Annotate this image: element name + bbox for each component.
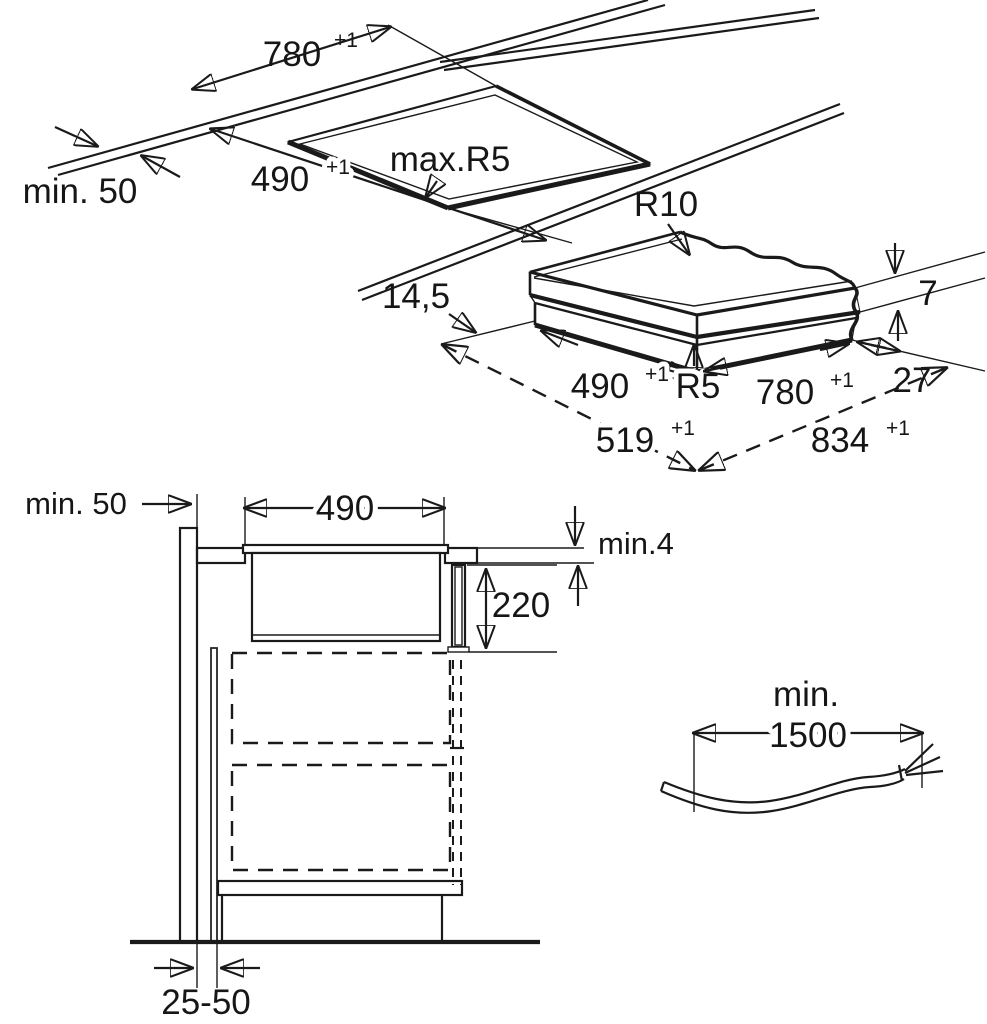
cable-gather-tick (897, 764, 904, 782)
duct-section-inner (454, 566, 463, 646)
hob-body-top-left-edge (534, 301, 698, 347)
cable-outline-upper (663, 768, 906, 804)
hob-step-left-edge (529, 294, 536, 304)
cutout-width-dim-line (193, 27, 390, 89)
cutout-corner-radius-label: max.R5 (390, 140, 511, 179)
glass-thickness-ref-upper (854, 251, 986, 289)
cabinet-shelf (216, 879, 464, 897)
glass-thickness-label: 7 (918, 274, 937, 313)
cable-wire-strand-1 (904, 743, 934, 772)
side-overhang-label: 14,5 (382, 277, 450, 316)
rear-clearance-arrow-upper (54, 125, 97, 146)
cable-length-prefix-label: min. (773, 675, 839, 714)
duct-foot (447, 646, 470, 653)
installation-depth-label: 220 (492, 586, 550, 625)
worktop-section-left (195, 546, 247, 565)
cutout-depth-label: 490 (251, 160, 309, 199)
cable-wire-strand-2 (904, 755, 941, 775)
body-depth-tolerance: +1 (645, 363, 669, 386)
cable-length-label: 1500 (769, 716, 847, 755)
cutout-width-label: 780 (263, 35, 321, 74)
side-overhang-arrow (448, 314, 475, 332)
top-corner-radius-arrow (667, 223, 689, 254)
cutout-depth-tolerance: +1 (326, 156, 350, 179)
rear-panel-section (210, 647, 218, 943)
rear-gap-label: 25-50 (161, 983, 251, 1022)
cable-wire-strand-3 (905, 769, 944, 777)
hob-break-edge-right (848, 286, 860, 341)
overall-depth-label: 519 (596, 421, 654, 460)
cabinet-drawer-lower (230, 763, 452, 872)
body-width-tolerance: +1 (830, 369, 854, 392)
hob-dimension-view: R10 14,5 7 490 +1 R5 780 +1 27 519 +1 (382, 185, 986, 470)
body-depth-label: 490 (571, 367, 629, 406)
worktop-back-line (439, 8, 816, 64)
top-corner-radius-label: R10 (634, 185, 698, 224)
hob-top-front-right-edge (696, 286, 856, 317)
wall-section (178, 526, 199, 944)
hob-plate-section (241, 543, 450, 555)
duct-section (450, 563, 467, 649)
worktop-front-edge-line2 (361, 111, 845, 302)
cutout-width-tolerance: +1 (334, 29, 358, 52)
worktop-cutout-view: 780 +1 490 +1 max.R5 min. 50 (23, 0, 845, 302)
cutout-depth-ext-line (447, 207, 573, 244)
cable-end-cap (659, 781, 666, 792)
overall-width-dim-line (700, 368, 946, 470)
cutout-edge-ne (495, 84, 651, 166)
body-width-label: 780 (756, 373, 814, 412)
worktop-front-edge-line (357, 102, 841, 293)
overall-depth-tolerance: +1 (671, 417, 695, 440)
cable-outline-lower (660, 778, 905, 814)
hob-body-section (250, 551, 442, 643)
worktop-back-line2 (443, 16, 820, 72)
overall-depth-dim-line (443, 345, 694, 470)
top-clearance-label: min.4 (598, 526, 674, 561)
hob-top-bevel-back (533, 238, 683, 278)
overall-width-label: 834 (811, 421, 869, 460)
cutout-corner-radius-arrow (426, 181, 437, 197)
hob-top-bevel-front (533, 277, 853, 307)
end-overhang-label: 27 (893, 361, 932, 400)
power-cable-view: min. 1500 (659, 675, 944, 814)
rear-clearance-arrow-lower (142, 156, 181, 178)
hob-body-top-right-edge (696, 316, 857, 347)
overall-width-tolerance: +1 (886, 417, 910, 440)
cutout-width-ext-line (387, 24, 497, 87)
body-corner-radius-label: R5 (676, 367, 721, 406)
worktop-section-right (443, 546, 479, 565)
hob-plate-bottom-right-edge (696, 309, 861, 340)
end-overhang-arrow-right (870, 345, 899, 351)
hob-plate-bottom-left-edge (529, 292, 698, 340)
wall-clearance-label: min. 50 (25, 486, 127, 521)
glass-thickness-ref-lower (859, 277, 986, 313)
cutout-depth-dim-line (211, 129, 545, 240)
body-width-arrow-right (819, 344, 848, 350)
cabinet-drawer-upper (230, 651, 452, 745)
hob-top-front-left-edge (529, 270, 698, 317)
installation-section-view: min. 50 490 min.4 220 (25, 484, 674, 1022)
section-cutout-depth-label: 490 (316, 489, 374, 528)
hob-break-edge-top (679, 230, 857, 289)
hob-top-back-edge (529, 230, 681, 274)
side-overhang-ext-line (440, 320, 536, 345)
rear-clearance-label: min. 50 (23, 172, 138, 211)
